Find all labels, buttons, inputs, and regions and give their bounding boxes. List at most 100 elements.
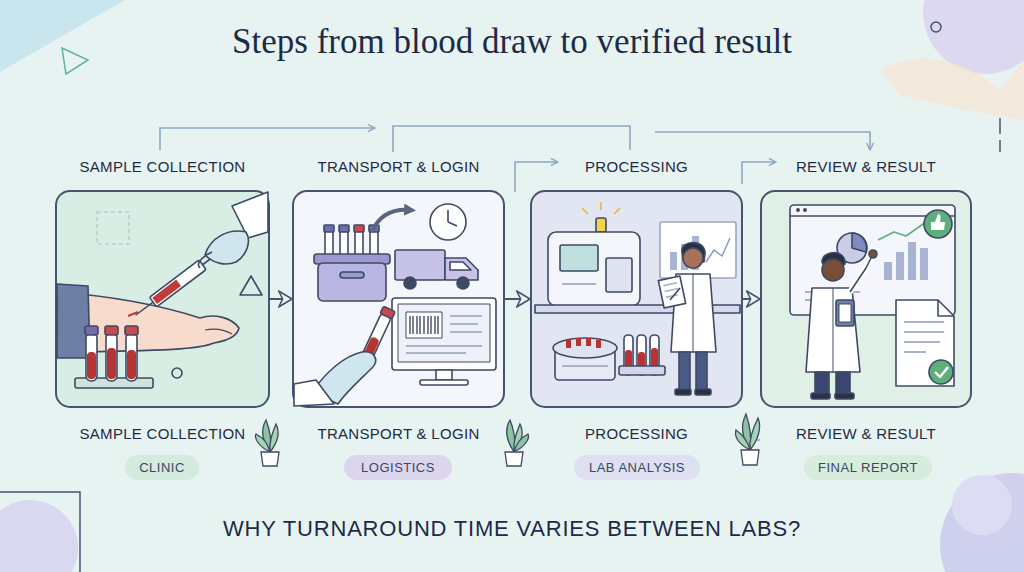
stage-pill: LAB ANALYSIS bbox=[574, 455, 700, 480]
processing-illustration bbox=[562, 365, 608, 367]
review-illustration bbox=[904, 341, 940, 343]
stage-pill: FINAL REPORT bbox=[804, 455, 932, 480]
step-panel: REVIEW & RESULTREVIEW & RESULT bbox=[760, 190, 972, 408]
processing-illustration bbox=[596, 340, 601, 348]
plant-decoration bbox=[741, 450, 759, 465]
review-illustration bbox=[878, 222, 926, 240]
transport-illustration bbox=[427, 316, 428, 334]
transport-illustration bbox=[447, 210, 449, 222]
collection-illustration bbox=[107, 348, 116, 379]
plant-decoration bbox=[256, 414, 760, 466]
plant-decoration bbox=[514, 424, 522, 452]
review-illustration bbox=[833, 288, 834, 372]
processing-illustration bbox=[614, 208, 620, 214]
processing-illustration bbox=[683, 248, 703, 268]
plant-decoration bbox=[256, 420, 279, 466]
transport-illustration bbox=[360, 312, 392, 364]
collection-illustration bbox=[131, 246, 224, 321]
processing-illustration bbox=[670, 252, 677, 270]
review-illustration bbox=[790, 205, 955, 399]
review-illustration bbox=[935, 367, 948, 377]
processing-illustration bbox=[548, 232, 640, 306]
processing-illustration bbox=[535, 202, 740, 395]
collection-illustration bbox=[199, 252, 213, 268]
corner-shape bbox=[952, 475, 1012, 535]
review-illustration bbox=[822, 253, 845, 267]
review-illustration bbox=[908, 242, 916, 280]
transport-illustration bbox=[420, 380, 468, 385]
transport-illustration bbox=[423, 316, 424, 334]
review-illustration bbox=[896, 252, 904, 280]
transport-illustration bbox=[340, 230, 348, 260]
review-illustration bbox=[904, 321, 944, 323]
processing-illustration bbox=[566, 340, 571, 348]
collection-illustration bbox=[57, 292, 239, 352]
collection-illustration bbox=[135, 302, 153, 315]
processing-illustration bbox=[695, 389, 711, 395]
review-illustration bbox=[796, 208, 800, 212]
corner-shape bbox=[0, 0, 125, 72]
step-label: SAMPLE COLLECTION bbox=[7, 425, 318, 442]
transport-illustration bbox=[294, 204, 496, 406]
title: Steps from blood draw to verified result bbox=[0, 22, 1024, 62]
review-illustration bbox=[822, 259, 844, 281]
plant-decoration bbox=[736, 430, 750, 450]
collection-illustration bbox=[203, 252, 221, 265]
flow-bracket bbox=[655, 132, 870, 150]
processing-illustration bbox=[625, 348, 658, 373]
review-illustration bbox=[896, 300, 954, 386]
processing-illustration bbox=[586, 338, 591, 346]
review-illustration bbox=[803, 208, 807, 212]
transport-illustration bbox=[416, 316, 417, 334]
stage-tag: CLINIC bbox=[139, 460, 185, 475]
transport-illustration bbox=[404, 277, 416, 289]
processing-illustration bbox=[637, 335, 646, 375]
collection-illustration bbox=[128, 312, 138, 316]
transport-illustration bbox=[448, 222, 457, 226]
transport-illustration bbox=[412, 316, 413, 334]
collection-illustration bbox=[106, 333, 117, 381]
transport-illustration bbox=[437, 316, 438, 334]
collection-illustration bbox=[205, 329, 232, 334]
transport-illustration bbox=[369, 225, 379, 232]
processing-illustration bbox=[624, 335, 633, 375]
flow-bracket bbox=[742, 162, 776, 184]
transport-illustration bbox=[362, 336, 380, 362]
stage-tag: FINAL REPORT bbox=[818, 460, 918, 475]
transport-illustration bbox=[312, 352, 376, 404]
processing-illustration bbox=[681, 244, 688, 270]
flow-bracket bbox=[393, 126, 630, 152]
processing-illustration bbox=[670, 236, 699, 270]
transport-illustration bbox=[430, 316, 431, 334]
transport-illustration bbox=[457, 277, 469, 289]
review-illustration bbox=[904, 322, 944, 352]
review-illustration bbox=[850, 256, 872, 292]
review-illustration bbox=[904, 351, 926, 353]
collection-illustration bbox=[152, 280, 181, 304]
transport-illustration bbox=[359, 306, 395, 364]
transport-illustration bbox=[314, 254, 390, 264]
step-panel: TRANSPORT & LOGINTRANSPORT & LOGIN bbox=[292, 190, 505, 408]
transport-illustration bbox=[406, 316, 482, 353]
step-heading: SAMPLE COLLECTION bbox=[7, 158, 318, 175]
collection-illustration bbox=[86, 333, 97, 381]
collection-illustration bbox=[105, 326, 118, 335]
flow-arrow bbox=[270, 298, 292, 300]
transport-illustration bbox=[419, 316, 420, 334]
review-illustration bbox=[837, 233, 867, 263]
processing-illustration bbox=[693, 274, 694, 352]
processing-illustration bbox=[658, 276, 685, 308]
stage-tag: LOGISTICS bbox=[361, 460, 435, 475]
processing-illustration bbox=[576, 338, 581, 346]
plant-decoration bbox=[256, 434, 270, 452]
processing-illustration bbox=[666, 295, 678, 297]
review-illustration bbox=[884, 262, 892, 280]
transport-illustration bbox=[294, 380, 334, 406]
collection-illustration bbox=[172, 368, 182, 378]
plant-decoration bbox=[261, 452, 279, 466]
processing-illustration bbox=[625, 350, 632, 373]
transport-illustration bbox=[450, 331, 482, 333]
plant-decoration bbox=[750, 418, 760, 450]
